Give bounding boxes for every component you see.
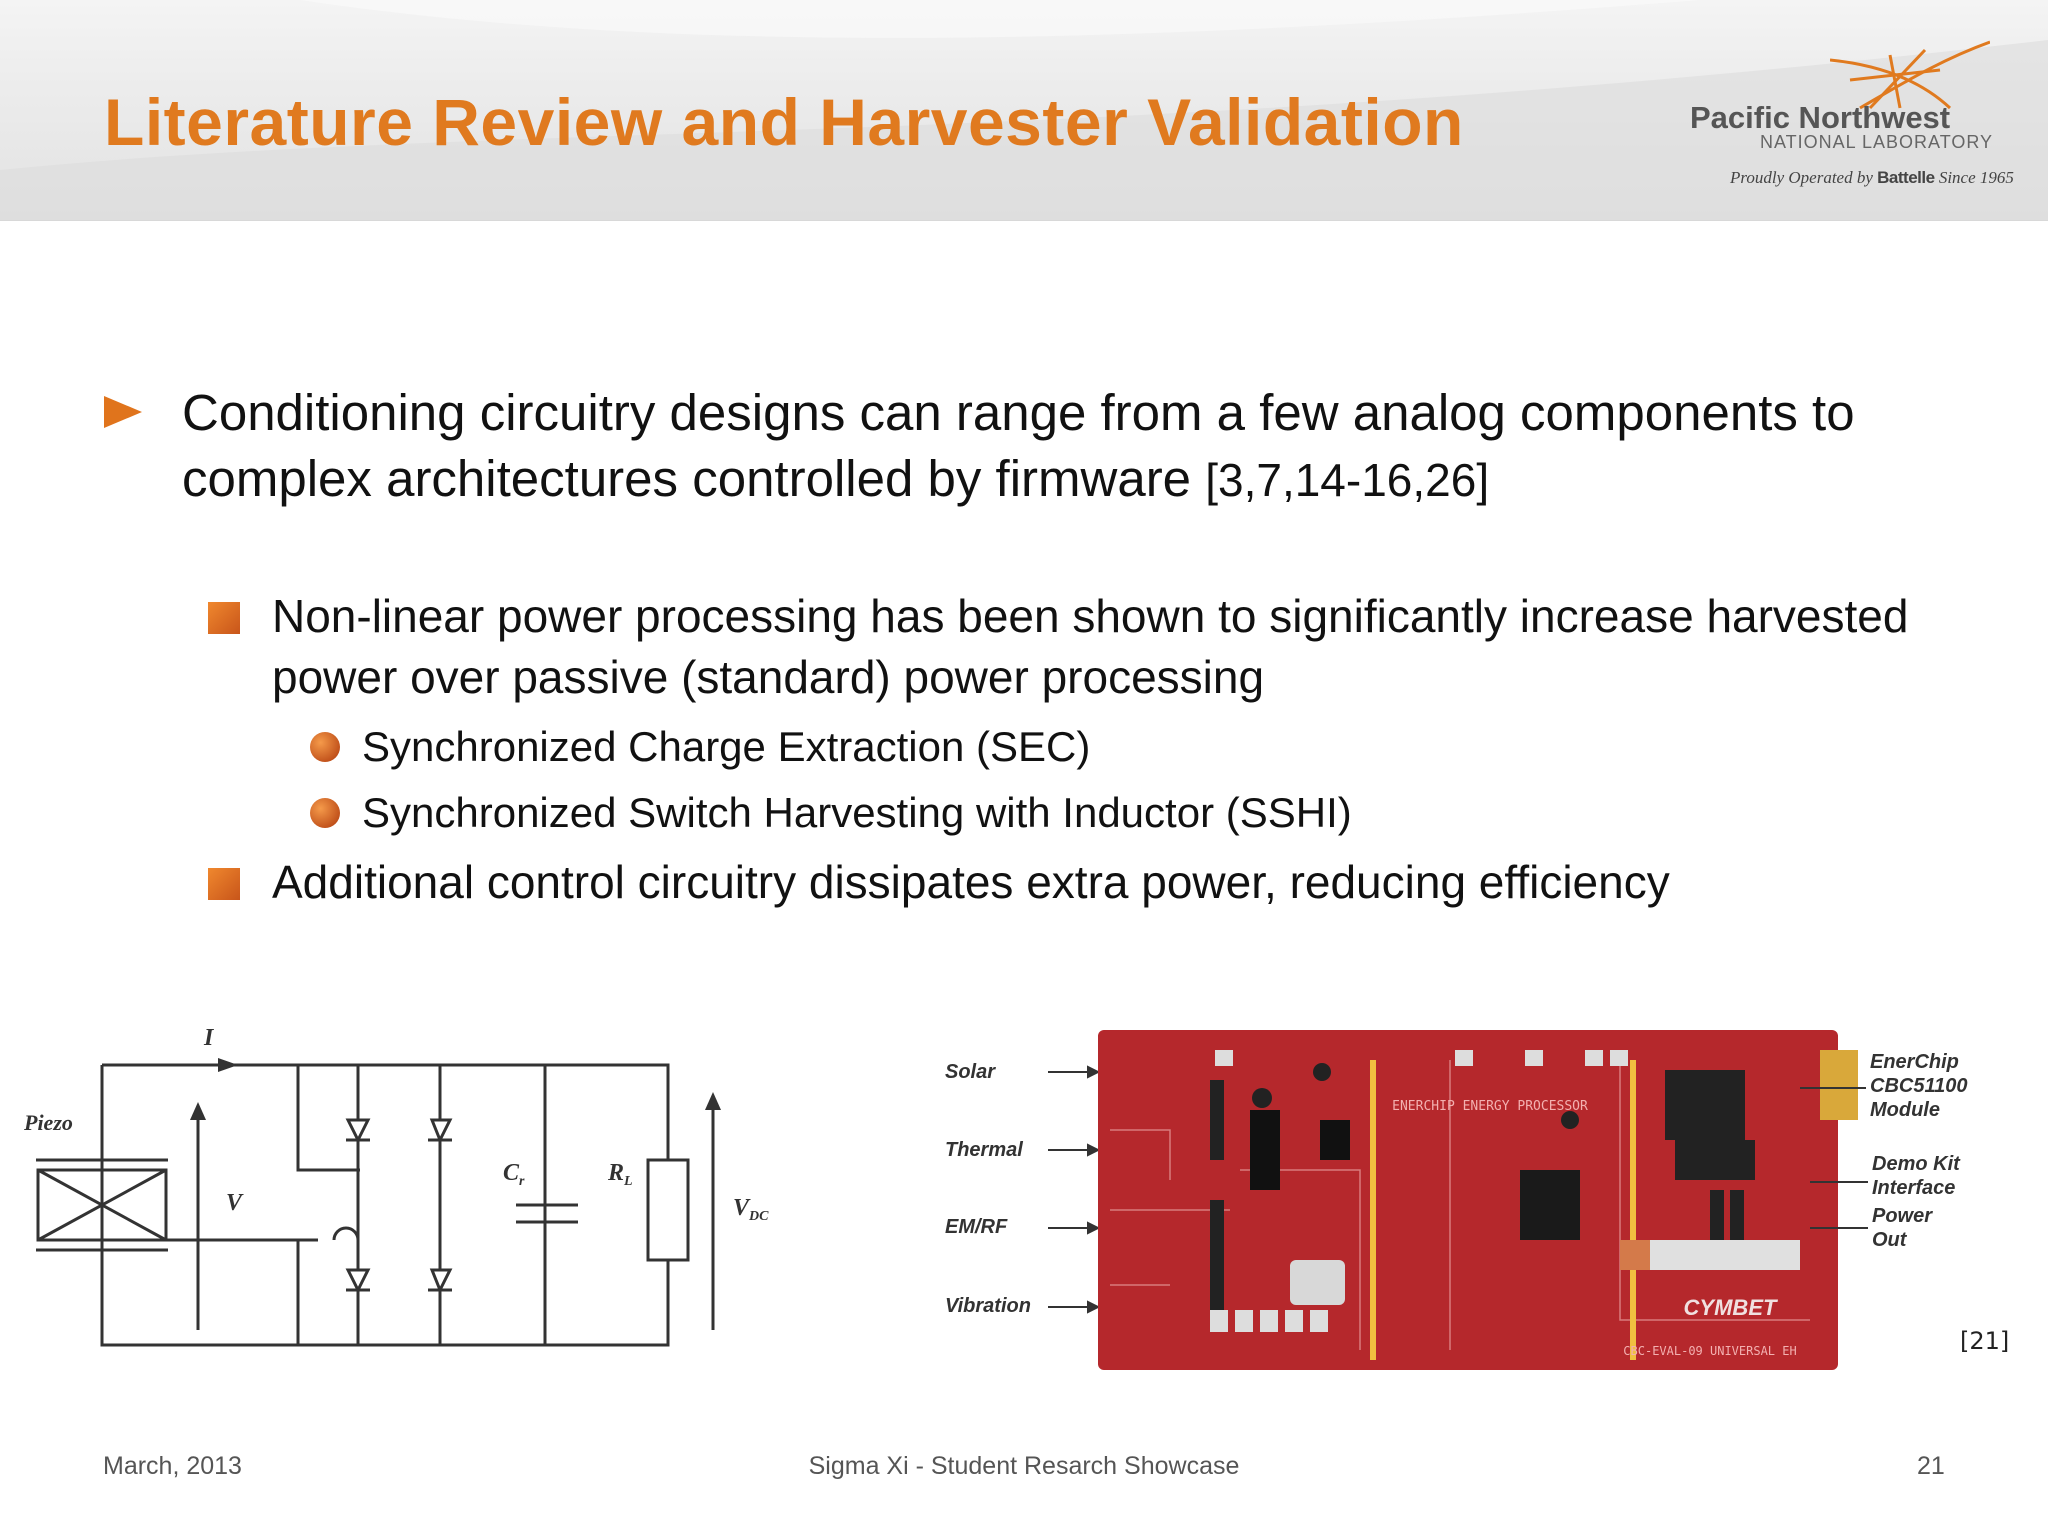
label-cbc51100: CBC51100 xyxy=(1870,1075,1967,1097)
header-sweep-decoration xyxy=(0,0,2048,220)
label-module: Module xyxy=(1870,1099,1940,1121)
main-bullet-text: Conditioning circuitry designs can range… xyxy=(182,384,1855,507)
bullet-triangle-icon xyxy=(104,396,142,428)
footer-page-number: 21 xyxy=(1917,1452,1945,1480)
slide-title: Literature Review and Harvester Validati… xyxy=(104,85,1464,159)
logo-tag-post: Since 1965 xyxy=(1938,168,2014,187)
main-bullet-ref: [3,7,14-16,26] xyxy=(1205,454,1490,506)
label-demo-kit: Demo Kit xyxy=(1872,1153,1961,1175)
label-thermal: Thermal xyxy=(945,1139,1023,1161)
label-enerchip: EnerChip xyxy=(1870,1051,1959,1073)
logo-subtitle: NATIONAL LABORATORY xyxy=(1760,132,1994,152)
logo-tag-pre: Proudly Operated by xyxy=(1730,168,1873,187)
label-vdc: VDC xyxy=(733,1195,769,1224)
bullet-dot-icon xyxy=(310,732,340,762)
label-rl: RL xyxy=(607,1160,633,1189)
pnnl-logo: Pacific Northwest NATIONAL LABORATORY Pr… xyxy=(1690,40,2020,200)
bullet-square-icon xyxy=(208,868,240,900)
sub-sub-bullet-2: Synchronized Switch Harvesting with Indu… xyxy=(362,789,1352,836)
footer-date: March, 2013 xyxy=(103,1452,242,1480)
label-solar: Solar xyxy=(945,1061,996,1083)
main-bullet: Conditioning circuitry designs can range… xyxy=(182,380,1902,513)
label-voltage: V xyxy=(226,1190,244,1216)
sub-sub-bullet-1: Synchronized Charge Extraction (SEC) xyxy=(362,723,1091,770)
label-power: Power xyxy=(1872,1205,1933,1227)
footer-event: Sigma Xi - Student Resarch Showcase xyxy=(808,1452,1240,1480)
sub-bullet-1: Non-linear power processing has been sho… xyxy=(272,590,1909,703)
citation-ref: [21] xyxy=(1960,1327,2010,1355)
label-piezo: Piezo xyxy=(23,1110,73,1135)
board-part-number: CBC-EVAL-09 UNIVERSAL EH xyxy=(1623,1344,1796,1358)
logo-tag-brand: Battelle xyxy=(1877,168,1935,187)
bullet-dot-icon xyxy=(310,798,340,828)
sub-bullet-2: Additional control circuitry dissipates … xyxy=(272,856,1670,908)
header-band: Literature Review and Harvester Validati… xyxy=(0,0,2048,221)
board-brand: CYMBET xyxy=(1684,1295,1778,1320)
label-interface: Interface xyxy=(1872,1177,1955,1199)
label-vibration: Vibration xyxy=(945,1295,1031,1317)
rectifier-circuit-diagram: Piezo I V Cr RL VDC xyxy=(23,1025,769,1347)
bullet-square-icon xyxy=(208,602,240,634)
label-cr: Cr xyxy=(503,1160,525,1189)
label-emrf: EM/RF xyxy=(945,1216,1008,1238)
pnnl-logo-mark xyxy=(1830,40,1990,110)
label-out: Out xyxy=(1872,1229,1908,1251)
label-current: I xyxy=(203,1025,215,1051)
logo-name: Pacific Northwest xyxy=(1690,100,1951,135)
logo-tagline: Proudly Operated by Battelle Since 1965 xyxy=(1730,168,2014,188)
energy-harvester-board-photo: Solar Thermal EM/RF Vibration xyxy=(945,1030,1967,1370)
board-silkscreen: ENERCHIP ENERGY PROCESSOR xyxy=(1392,1099,1588,1114)
